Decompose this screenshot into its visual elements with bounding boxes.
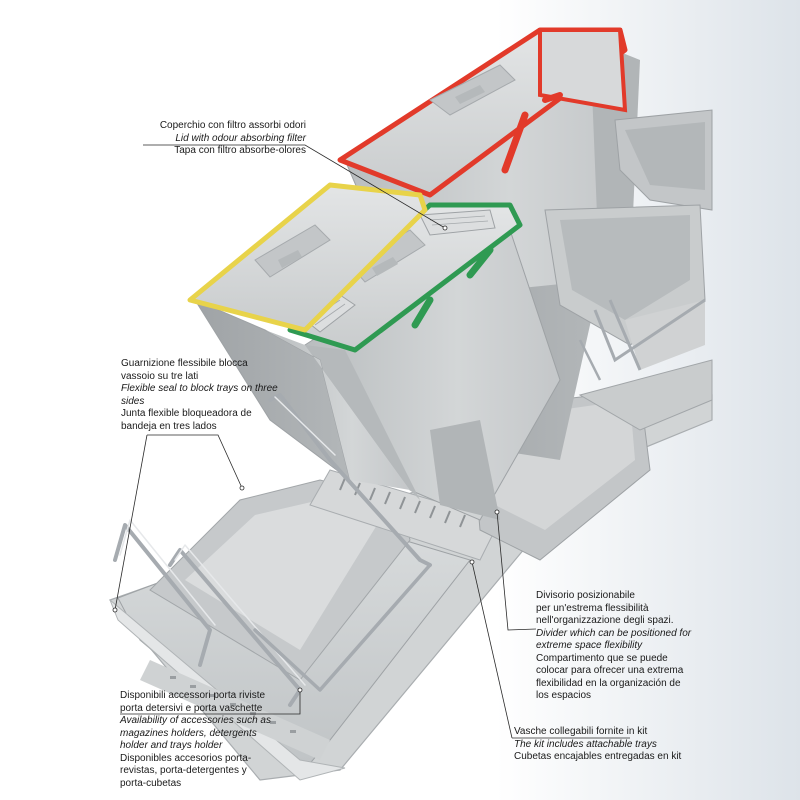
lid-filter-spanish: Tapa con filtro absorbe-olores bbox=[174, 145, 306, 156]
divider-italian-3: nell'organizzazione degli spazi. bbox=[536, 615, 674, 626]
seal-italian-2: vassoio su tre lati bbox=[121, 370, 199, 382]
seal-spanish-1: Junta flexible bloqueadora de bbox=[121, 408, 252, 419]
leader-divider bbox=[496, 511, 537, 631]
divider-spanish-3: flexibilidad en la organización de bbox=[536, 677, 681, 689]
accessories-spanish-2: revistas, porta-detergentes y bbox=[120, 765, 247, 776]
lid-filter-english: Lid with odour absorbing filter bbox=[175, 132, 306, 144]
divider-spanish-1: Compartimento que se puede bbox=[536, 652, 668, 664]
leader-seal bbox=[147, 434, 243, 489]
seal-spanish-2: bandeja en tres lados bbox=[121, 420, 217, 432]
leader-seal-front bbox=[114, 434, 148, 611]
accessories-english-1: Availability of accessories such as bbox=[120, 715, 271, 726]
caption-trays-kit: Vasche collegabili fornite in kit The ki… bbox=[514, 726, 714, 764]
trays-spanish: Cubetas encajables entregadas en kit bbox=[514, 751, 682, 762]
divider-spanish-2: colocar para ofrecer una extrema bbox=[536, 665, 684, 676]
seal-english-1: Flexible seal to block trays on three bbox=[121, 383, 278, 394]
leader-trays bbox=[471, 561, 513, 739]
caption-divider: Divisorio posizionabile per un'estrema f… bbox=[536, 590, 736, 703]
trays-italian: Vasche collegabili fornite in kit bbox=[514, 726, 648, 737]
leader-accessories bbox=[120, 690, 301, 715]
divider-english-2: extreme space flexibility bbox=[536, 640, 643, 651]
seal-italian-1: Guarnizione flessibile blocca bbox=[121, 358, 248, 369]
leader-lines bbox=[112, 144, 630, 739]
green-bin bbox=[287, 202, 561, 521]
accessories-english-3: holder and trays holder bbox=[120, 740, 223, 751]
leader-lid-filter bbox=[143, 144, 446, 229]
accessories-spanish-3: porta-cubetas bbox=[120, 777, 182, 789]
lid-filter-italian: Coperchio con filtro assorbi odori bbox=[159, 120, 306, 131]
divider-italian-1: Divisorio posizionabile bbox=[536, 590, 635, 601]
accessories-italian-1: Disponibili accessori porta riviste bbox=[120, 690, 266, 701]
chrome-wire-holder bbox=[113, 393, 432, 707]
seal-english-2: sides bbox=[121, 395, 145, 407]
trays-english: The kit includes attachable trays bbox=[514, 738, 657, 750]
accessories-italian-2: porta detersivi e porta vaschette bbox=[120, 702, 263, 714]
accessories-spanish-1: Disponibles accesorios porta- bbox=[120, 752, 252, 764]
divider-english-1: Divider which can be positioned for bbox=[536, 627, 692, 639]
accessories-english-2: magazines holders, detergents bbox=[120, 727, 257, 739]
caption-accessories: Disponibili accessori porta riviste port… bbox=[120, 690, 310, 790]
caption-flexible-seal: Guarnizione flessibile blocca vassoio su… bbox=[121, 358, 311, 433]
divider-spanish-4: los espacios bbox=[536, 690, 592, 701]
caption-lid-filter: Coperchio con filtro assorbi odori Lid w… bbox=[143, 120, 306, 158]
small-trays bbox=[544, 109, 713, 381]
divider-italian-2: per un'estrema flessibilità bbox=[536, 602, 649, 614]
